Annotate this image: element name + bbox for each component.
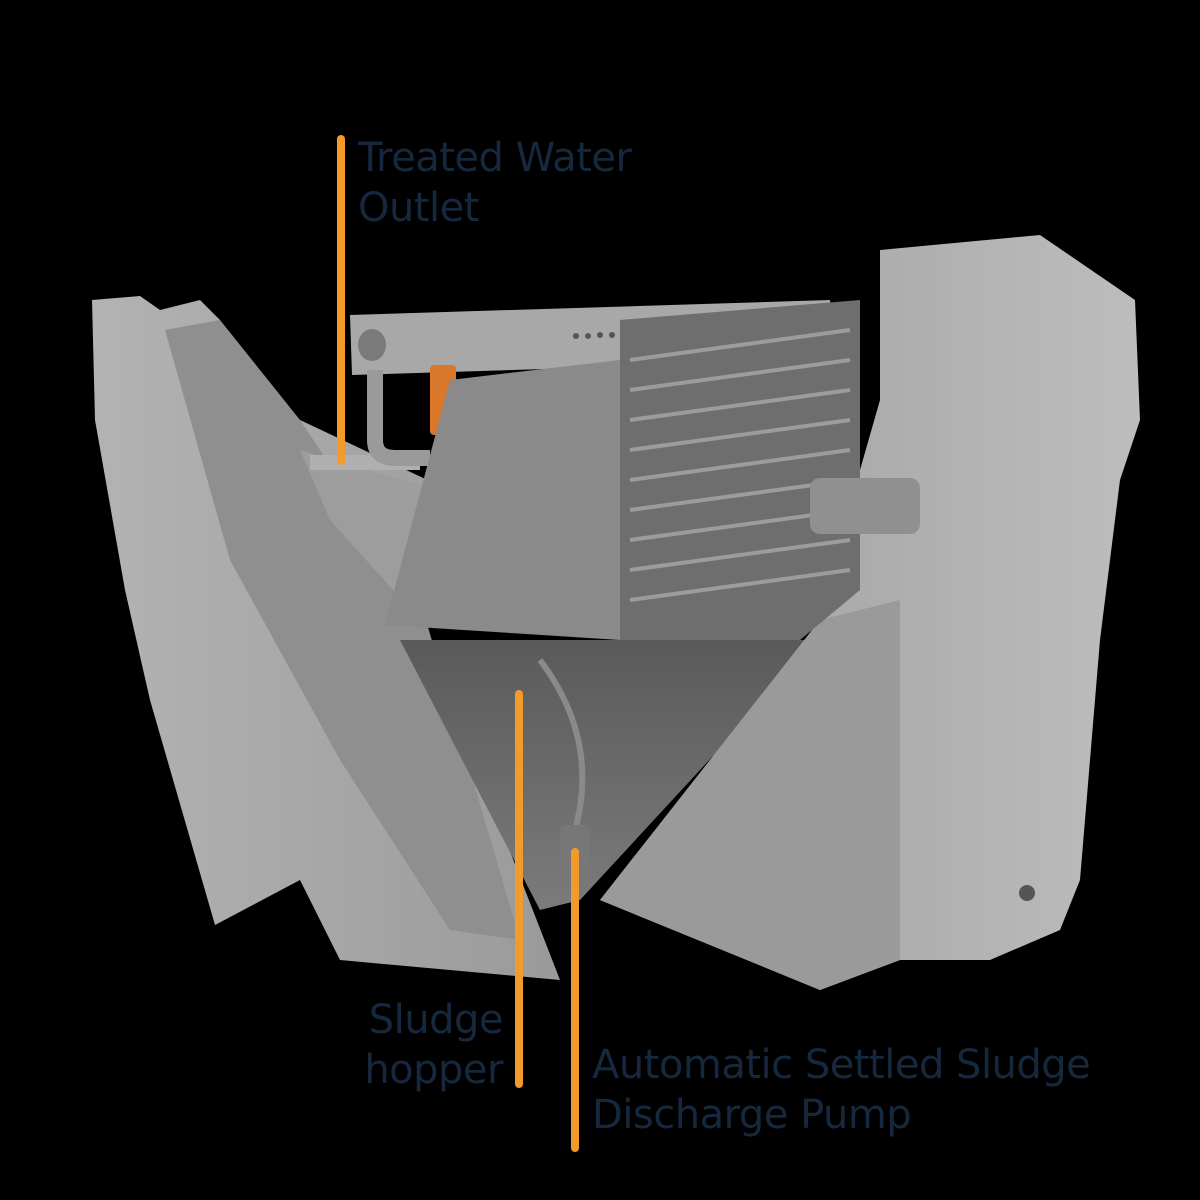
label-line: Treated Water — [358, 135, 632, 181]
label-line: Discharge Pump — [592, 1092, 912, 1138]
label-line: hopper — [364, 1047, 503, 1093]
label-line: Sludge — [368, 997, 504, 1043]
inlet-pipe — [810, 478, 920, 534]
leader-line-sludge-hopper — [515, 690, 523, 1088]
label-treated-water-outlet: Treated Water Outlet — [358, 133, 632, 233]
pump-hose — [537, 658, 586, 831]
right-housing — [600, 235, 1140, 990]
label-line: Automatic Settled Sludge — [592, 1042, 1091, 1088]
label-sludge-hopper: Sludge hopper — [335, 995, 503, 1095]
lamella-pack — [385, 300, 860, 640]
sludge-hopper-cone — [400, 640, 820, 910]
label-line: Outlet — [358, 185, 479, 231]
leader-line-treated-water-outlet — [337, 135, 345, 465]
label-discharge-pump: Automatic Settled Sludge Discharge Pump — [592, 1040, 1091, 1140]
leader-line-discharge-pump — [571, 848, 579, 1152]
